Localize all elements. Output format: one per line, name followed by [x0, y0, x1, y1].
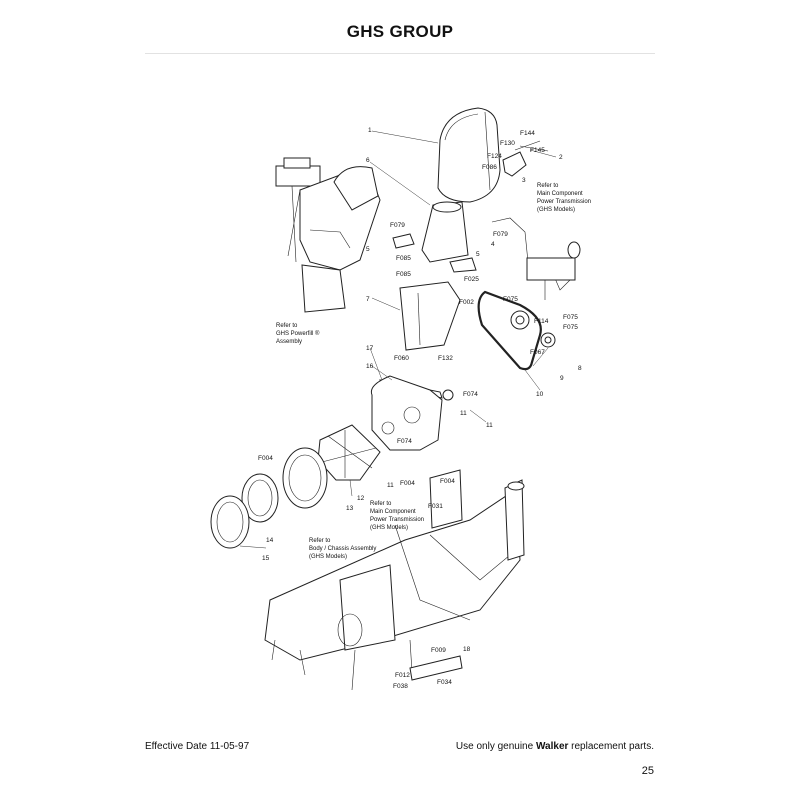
- part-ring-15: [210, 495, 250, 549]
- callout-f034: F034: [437, 679, 452, 686]
- callout-f085: F085: [396, 255, 411, 262]
- callout-f002: F002: [459, 299, 474, 306]
- callout-f074a: F074: [463, 391, 478, 398]
- svg-text:(GHS Models): (GHS Models): [537, 207, 575, 213]
- callout-18: 18: [463, 646, 471, 653]
- part-plate-5: [392, 233, 477, 273]
- callout-14: 14: [266, 537, 274, 544]
- note-main-component-top: Refer to Main Component Power Transmissi…: [537, 183, 591, 213]
- svg-text:Refer to: Refer to: [537, 183, 559, 189]
- part-chute-6: [421, 201, 469, 263]
- svg-text:Refer to: Refer to: [309, 538, 331, 544]
- page-title: GHS GROUP: [346, 22, 454, 41]
- part-belt-10: [477, 290, 556, 371]
- callout-f004a: F004: [258, 455, 273, 462]
- part-ring-13: [282, 447, 328, 509]
- callout-f004c: F004: [440, 478, 455, 485]
- callout-10: 10: [536, 391, 544, 398]
- svg-text:Assembly: Assembly: [276, 339, 302, 345]
- callout-f067: F067: [530, 349, 545, 356]
- callout-8: 8: [578, 365, 582, 372]
- leader-lines: [239, 130, 557, 549]
- callout-f004b: F004: [400, 480, 415, 487]
- callout-12: 12: [357, 495, 365, 502]
- svg-text:(GHS Models): (GHS Models): [370, 525, 408, 531]
- power-transmission-ref: [491, 217, 581, 300]
- callout-f025: F025: [464, 276, 479, 283]
- note-body-chassis: Refer to Body / Chassis Assembly (GHS Mo…: [309, 538, 376, 560]
- callout-11c: 11: [387, 482, 394, 489]
- part-bracket-18: [409, 655, 463, 681]
- footer-notice: Use only genuine Walker replacement part…: [456, 741, 654, 752]
- svg-text:Power Transmission: Power Transmission: [537, 199, 591, 205]
- callout-f124: F124: [487, 153, 502, 160]
- callout-f031: F031: [428, 503, 443, 510]
- part-cover-1: [437, 107, 501, 203]
- callout-11b: 11: [460, 410, 467, 417]
- callout-3: 3: [522, 177, 526, 184]
- callout-1: 1: [368, 127, 372, 134]
- callout-5b: 5: [476, 251, 480, 258]
- callout-5a: 5: [366, 246, 370, 253]
- svg-text:Refer to: Refer to: [276, 323, 298, 329]
- callout-17: 17: [366, 345, 374, 352]
- callout-f132: F132: [438, 355, 453, 362]
- callout-f009: F009: [431, 647, 446, 654]
- callout-13: 13: [346, 505, 354, 512]
- part-bracket-3: [502, 140, 549, 177]
- svg-text:GHS Powerfill ®: GHS Powerfill ®: [276, 330, 320, 337]
- svg-text:(GHS Models): (GHS Models): [309, 554, 347, 560]
- callout-4: 4: [491, 241, 495, 248]
- powerfill-assembly: [275, 157, 381, 313]
- callout-f079b: F079: [493, 231, 508, 238]
- callout-f145: F145: [530, 147, 545, 154]
- callout-f074b: F074: [397, 438, 412, 445]
- svg-text:Main Component: Main Component: [370, 509, 416, 515]
- callout-f085b: F085: [396, 271, 411, 278]
- callout-f086: F086: [482, 164, 497, 171]
- callout-2: 2: [559, 154, 563, 161]
- callout-9: 9: [560, 375, 564, 382]
- page-number: 25: [641, 765, 654, 777]
- callout-16: 16: [366, 363, 374, 370]
- callout-6: 6: [366, 157, 370, 164]
- part-housing-16: [370, 375, 443, 451]
- callout-f130: F130: [500, 140, 515, 147]
- callout-7: 7: [366, 296, 370, 303]
- callout-f144: F144: [520, 130, 535, 137]
- notice-brand: Walker: [535, 741, 569, 752]
- callout-f038: F038: [393, 683, 408, 690]
- part-ring-14: [241, 473, 279, 523]
- callout-f075a: F075: [503, 296, 518, 303]
- notice-prefix: Use only genuine: [455, 741, 536, 752]
- svg-text:Refer to: Refer to: [370, 501, 392, 507]
- callout-f075c: F075: [563, 324, 578, 331]
- notice-suffix: replacement parts.: [568, 741, 654, 752]
- part-chute-7: [399, 281, 461, 351]
- effective-date: Effective Date 11-05-97: [145, 741, 250, 752]
- svg-text:Body / Chassis Assembly: Body / Chassis Assembly: [309, 546, 376, 552]
- note-main-component-mid: Refer to Main Component Power Transmissi…: [370, 501, 424, 531]
- callout-11a: 11: [486, 422, 493, 429]
- callout-f060: F060: [394, 355, 409, 362]
- callout-f075b: F075: [563, 314, 578, 321]
- callout-15: 15: [262, 555, 270, 562]
- svg-text:Main Component: Main Component: [537, 191, 583, 197]
- body-chassis-ref: [264, 469, 525, 691]
- callout-f114: F114: [534, 318, 549, 325]
- note-powerfill: Refer to GHS Powerfill ® Assembly: [276, 323, 320, 345]
- callout-f012: F012: [395, 672, 410, 679]
- header-divider: [145, 53, 655, 54]
- callout-f079a: F079: [390, 222, 405, 229]
- part-impeller-12: [317, 424, 381, 481]
- svg-text:Power Transmission: Power Transmission: [370, 517, 424, 523]
- callout-labels: 1 2 3 4 5 5 6 7 8 9 10 11 11 11 12 13 14…: [258, 127, 582, 690]
